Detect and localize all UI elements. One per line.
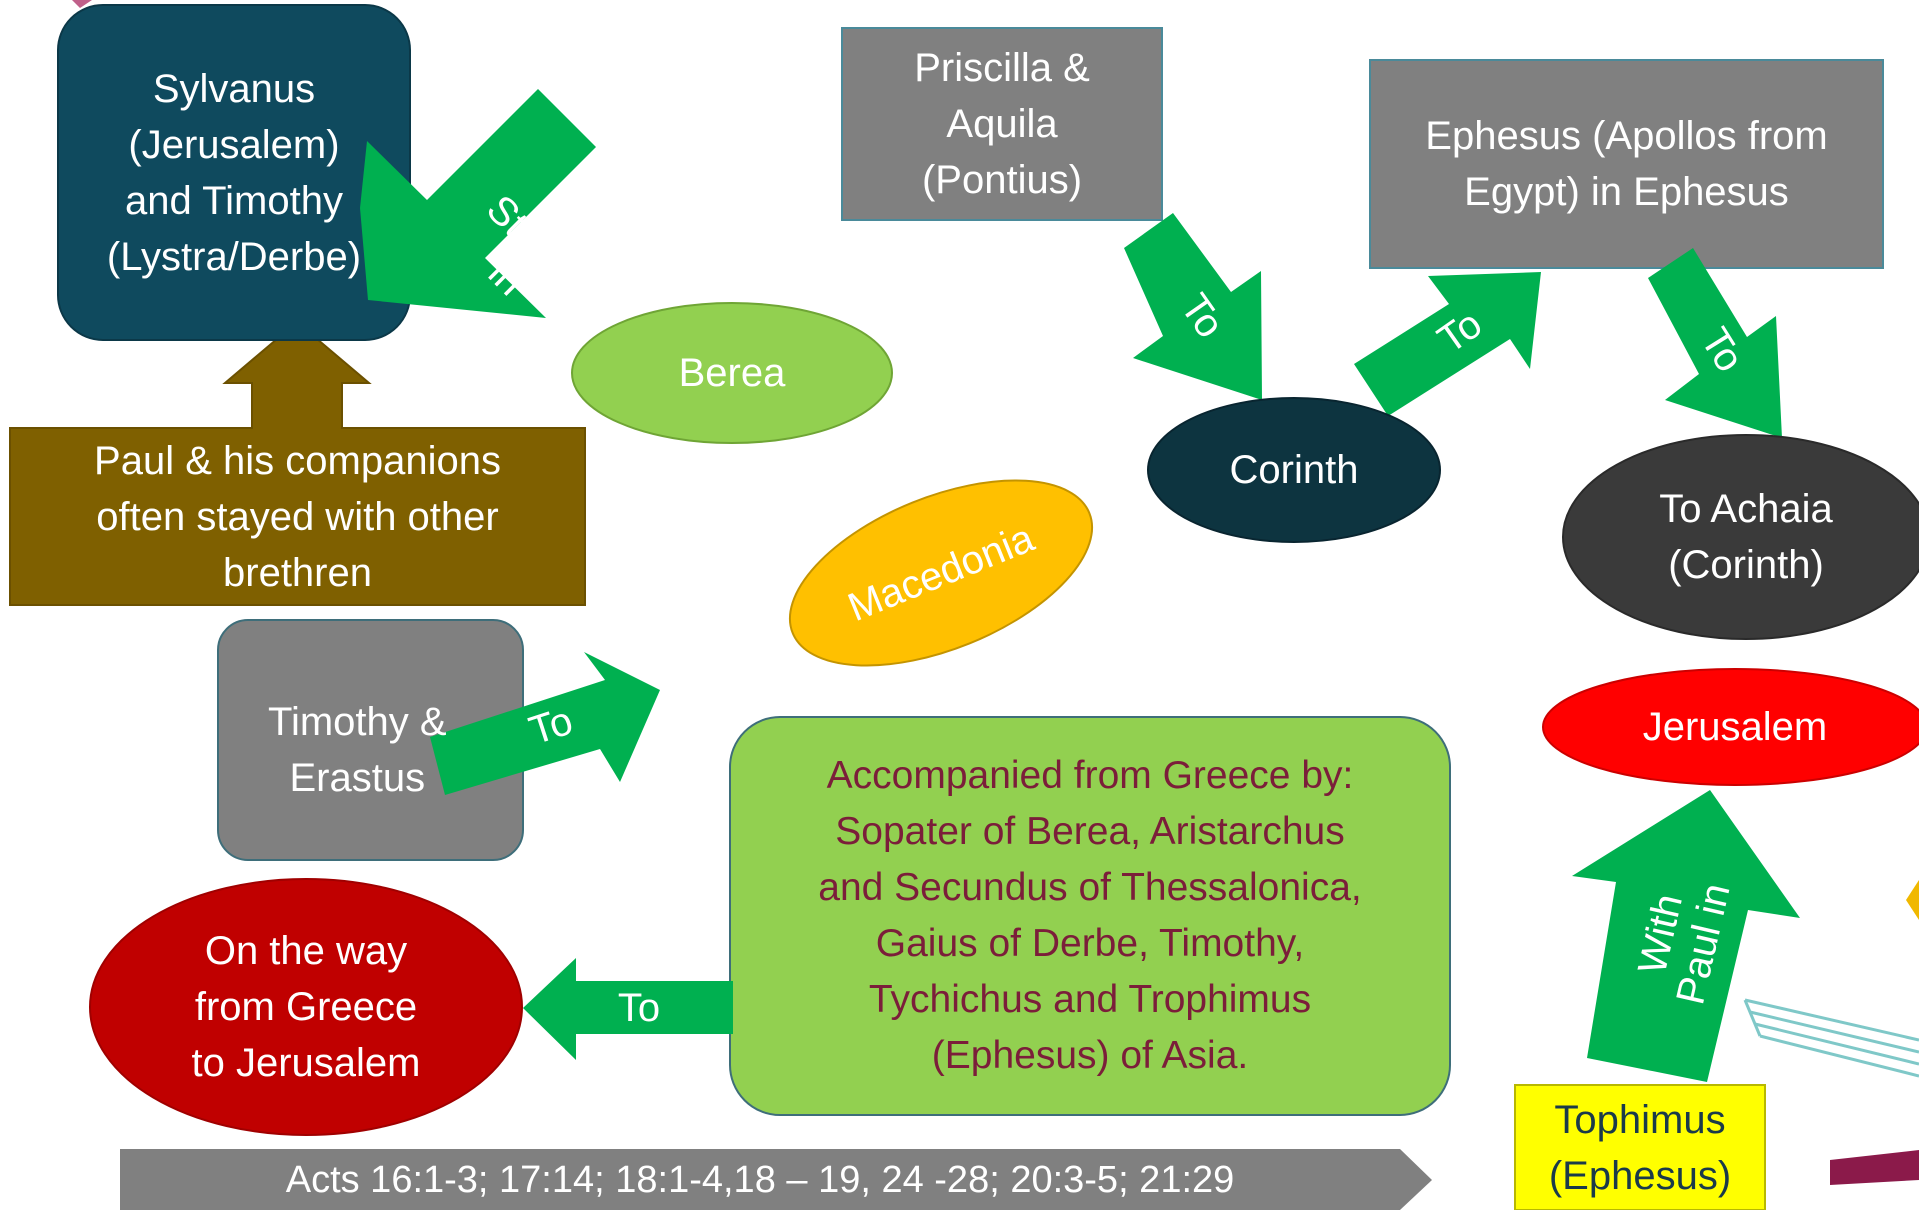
stayed-in-arrow bbox=[360, 89, 596, 318]
sylvanus-text: Sylvanus (Jerusalem) and Timothy (Lystra… bbox=[106, 66, 362, 279]
to-left-arrow bbox=[523, 958, 733, 1060]
priscilla-node: Priscilla & Aquila (Pontius) bbox=[842, 28, 1162, 220]
timothy-erastus-node: Timothy & Erastus bbox=[218, 650, 523, 850]
accompanied-node: Accompanied from Greece by: Sopater of B… bbox=[730, 717, 1450, 1115]
priscilla-box bbox=[841, 27, 1163, 221]
to-corinth-arrow bbox=[1124, 213, 1262, 400]
footer-reference: Acts 16:1-3; 17:14; 18:1-4,18 – 19, 24 -… bbox=[120, 1149, 1400, 1210]
timothy-erastus-text: Timothy & Erastus bbox=[268, 700, 447, 800]
jerusalem-node: Jerusalem bbox=[1543, 669, 1919, 785]
to-macedonia-arrow bbox=[430, 652, 660, 795]
tophimus-text: Tophimus (Ephesus) bbox=[1548, 1097, 1732, 1198]
gold-accent-decoration bbox=[1906, 880, 1919, 920]
priscilla-text: Priscilla & Aquila (Pontius) bbox=[914, 46, 1090, 202]
tophimus-node: Tophimus (Ephesus) bbox=[1515, 1085, 1765, 1210]
on-the-way-node: On the way from Greece to Jerusalem bbox=[90, 879, 522, 1135]
paul-companions-arrow-shape bbox=[9, 320, 586, 606]
berea-node: Berea bbox=[572, 303, 892, 443]
corinth-ellipse bbox=[1147, 397, 1441, 543]
macedonia-ellipse bbox=[788, 479, 1094, 667]
accompanied-text: Accompanied from Greece by: Sopater of B… bbox=[818, 754, 1362, 1077]
berea-text: Berea bbox=[678, 351, 786, 395]
achaia-node: To Achaia (Corinth) bbox=[1563, 435, 1919, 639]
ephesus-box bbox=[1369, 59, 1884, 269]
achaia-text: To Achaia (Corinth) bbox=[1659, 487, 1833, 587]
footer-banner bbox=[120, 1149, 1432, 1210]
to-ephesus-arrow bbox=[1354, 272, 1541, 416]
sylvanus-box bbox=[57, 4, 411, 341]
corner-decoration bbox=[72, 0, 92, 8]
tophimus-box bbox=[1514, 1084, 1766, 1210]
corinth-text: Corinth bbox=[1229, 448, 1359, 492]
on-the-way-text: On the way from Greece to Jerusalem bbox=[191, 929, 421, 1085]
corinth-node: Corinth bbox=[1148, 398, 1440, 542]
paul-companions-text: Paul & his companions often stayed with … bbox=[94, 438, 501, 595]
sylvanus-node: Sylvanus (Jerusalem) and Timothy (Lystra… bbox=[58, 5, 410, 340]
to-left-label: To bbox=[617, 986, 661, 1030]
footer-text: Acts 16:1-3; 17:14; 18:1-4,18 – 19, 24 -… bbox=[285, 1158, 1235, 1201]
jerusalem-ellipse bbox=[1542, 668, 1919, 786]
paul-companions-node: Paul & his companions often stayed with … bbox=[10, 428, 585, 605]
ephesus-node: Ephesus (Apollos from Egypt) in Ephesus bbox=[1370, 60, 1883, 268]
achaia-ellipse bbox=[1562, 434, 1919, 640]
striped-decoration bbox=[1743, 998, 1919, 1078]
ephesus-text: Ephesus (Apollos from Egypt) in Ephesus bbox=[1425, 114, 1828, 214]
jerusalem-text: Jerusalem bbox=[1642, 705, 1828, 749]
accompanied-box bbox=[729, 716, 1451, 1116]
berea-ellipse bbox=[571, 302, 893, 444]
on-the-way-ellipse bbox=[89, 878, 523, 1136]
maroon-ribbon-decoration bbox=[1830, 1150, 1919, 1185]
to-achaia-arrow bbox=[1648, 248, 1782, 438]
with-paul-in-arrow bbox=[1572, 790, 1800, 1082]
